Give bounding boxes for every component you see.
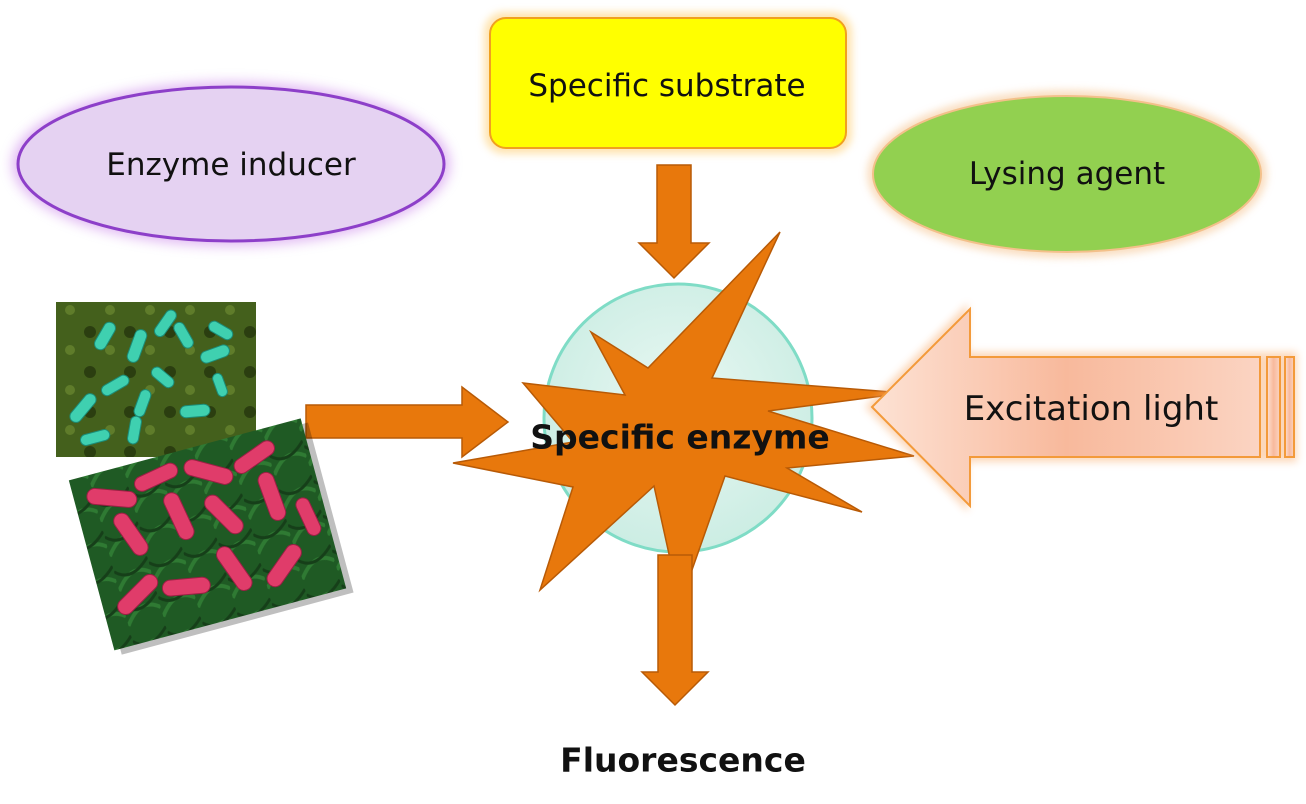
excitation-light-label: Excitation light bbox=[963, 389, 1219, 429]
specific-substrate-node bbox=[484, 12, 852, 154]
fluorescence-arrow bbox=[640, 554, 710, 707]
green-bacteria-image bbox=[56, 302, 256, 457]
substrate-arrow bbox=[637, 164, 711, 280]
specific-enzyme-label: Specific enzyme bbox=[530, 417, 830, 457]
red-bacteria-image bbox=[68, 418, 354, 655]
excitation-light-arrow bbox=[865, 303, 1297, 512]
lysing-agent-label: Lysing agent bbox=[968, 156, 1166, 192]
fluorescence-label: Fluorescence bbox=[560, 740, 806, 780]
enzyme-starburst bbox=[452, 231, 915, 607]
enzyme-inducer-node bbox=[12, 82, 450, 246]
enzyme-inducer-label: Enzyme inducer bbox=[106, 147, 356, 183]
specific-substrate-label: Specific substrate bbox=[528, 68, 806, 104]
bacteria-arrow bbox=[305, 385, 510, 459]
lysing-agent-node bbox=[867, 90, 1267, 258]
